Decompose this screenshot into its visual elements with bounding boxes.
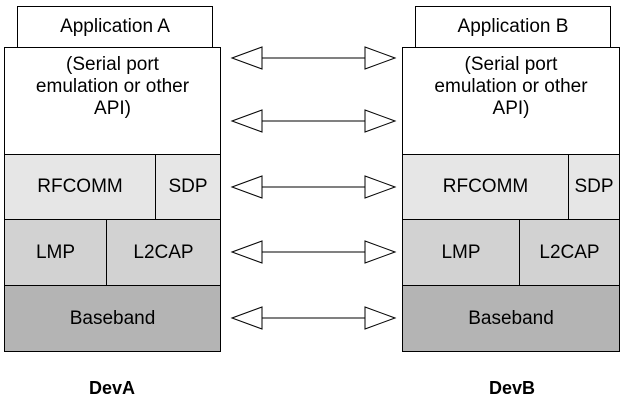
rfcomm-a-label: RFCOMM [37,176,123,197]
device-b-label: DevB [488,378,536,398]
rfcomm-a-box: RFCOMM [4,154,156,220]
api-b-box: (Serial port emulation or other API) [402,47,620,155]
api-a-box: (Serial port emulation or other API) [4,47,221,155]
double-headed-arrow-icon [230,306,397,330]
application-a-label: Application A [60,16,170,37]
baseband-a-label: Baseband [69,307,156,329]
application-b-box: Application B [415,6,611,48]
lmp-a-box: LMP [4,219,107,286]
application-b-label: Application B [457,16,569,37]
application-a-box: Application A [17,6,213,48]
api-b-label: (Serial port emulation or other API) [434,54,588,119]
lmp-b-label: LMP [441,241,481,263]
l2cap-b-box: L2CAP [519,219,620,286]
lmp-b-box: LMP [402,219,520,286]
double-headed-arrow-icon [230,46,397,70]
sdp-a-label: SDP [168,176,208,197]
sdp-b-box: SDP [568,154,620,220]
l2cap-b-label: L2CAP [539,241,600,263]
double-headed-arrow-icon [230,240,397,264]
l2cap-a-label: L2CAP [133,241,194,263]
rfcomm-b-label: RFCOMM [442,176,529,197]
baseband-b-label: Baseband [468,307,554,329]
sdp-b-label: SDP [574,176,614,197]
api-a-label: (Serial port emulation or other API) [35,54,190,119]
double-headed-arrow-icon [230,109,397,133]
baseband-b-box: Baseband [402,285,620,352]
rfcomm-b-box: RFCOMM [402,154,569,220]
lmp-a-label: LMP [35,241,76,263]
double-headed-arrow-icon [230,175,397,199]
baseband-a-box: Baseband [4,285,221,352]
l2cap-a-box: L2CAP [106,219,221,286]
device-a-label: DevA [88,378,136,398]
